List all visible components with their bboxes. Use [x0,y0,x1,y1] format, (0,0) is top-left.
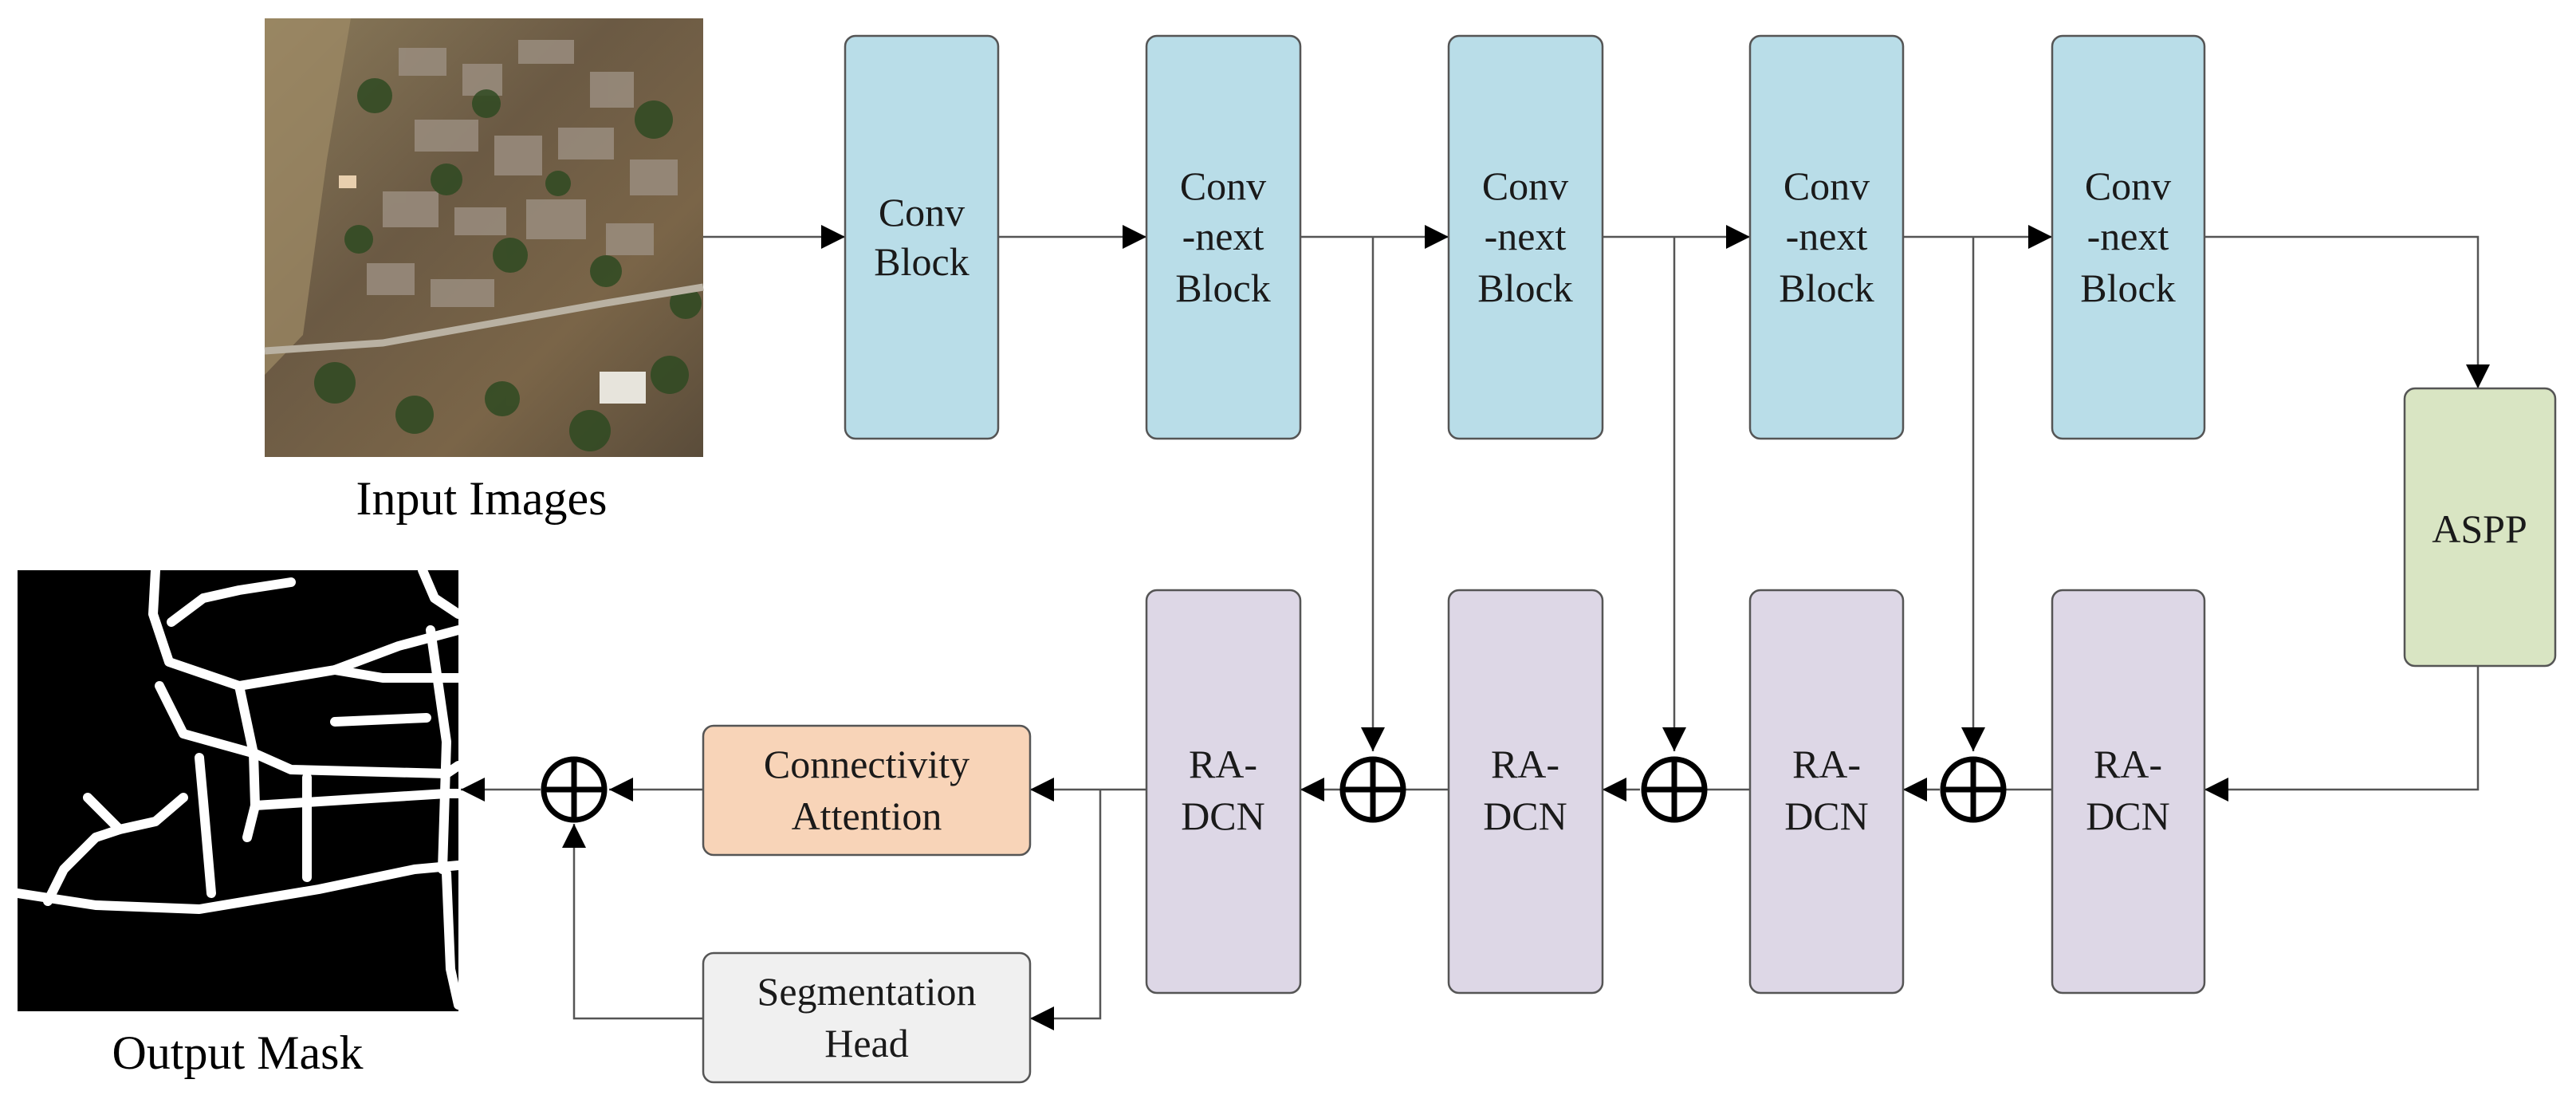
aspp-label: ASPP [2432,506,2527,551]
segmentation-head-label-2: Head [824,1021,909,1066]
convnext-block-1: Conv -next Block [1145,34,1302,440]
radcn-block-3-label-2: DCN [1784,794,1869,838]
segmentation-head-block: Segmentation Head [702,951,1032,1084]
convnext-block-2-label-1: Conv [1482,163,1568,208]
output-mask-caption: Output Mask [112,1026,364,1079]
fusion-1-circled-plus-icon [541,756,608,823]
convnext-block-3-label-3: Block [1779,266,1874,310]
fusion-3-circled-plus-icon [1641,756,1708,823]
radcn-block-2-label-1: RA- [1491,742,1559,786]
radcn-block-3-label-1: RA- [1792,742,1861,786]
connectivity-attention-block: Connectivity Attention [702,724,1032,857]
conv-block: Conv Block [844,34,1000,440]
conv-block-label-2: Block [874,239,969,284]
radcn-block-1-label-2: DCN [1181,794,1265,838]
convnext-block-4-label-3: Block [2080,266,2175,310]
radcn-block-4: RA- DCN [2051,589,2206,995]
radcn-block-4-label-2: DCN [2086,794,2170,838]
radcn-block-3: RA- DCN [1748,589,1905,995]
convnext-block-3-label-2: -next [1786,214,1868,258]
convnext-block-2-label-3: Block [1477,266,1572,310]
radcn-block-2: RA- DCN [1447,589,1604,995]
input-image [264,18,704,457]
connection-lines [461,225,2490,1030]
conv-block-label-1: Conv [879,190,965,234]
convnext-block-1-label-3: Block [1175,266,1270,310]
radcn-block-2-label-2: DCN [1483,794,1567,838]
convnext-block-2-label-2: -next [1485,214,1567,258]
segmentation-head-label-1: Segmentation [757,969,977,1014]
output-mask-image [13,565,463,1011]
aspp-block: ASPP [2403,387,2557,668]
convnext-block-3: Conv -next Block [1748,34,1905,440]
convnext-block-1-label-2: -next [1182,214,1264,258]
convnext-block-2: Conv -next Block [1447,34,1604,440]
radcn-block-1-label-1: RA- [1189,742,1257,786]
convnext-block-3-label-1: Conv [1784,163,1870,208]
radcn-block-1: RA- DCN [1145,589,1302,995]
fusion-2-circled-plus-icon [1339,756,1406,823]
convnext-block-1-label-1: Conv [1180,163,1266,208]
connectivity-attention-label-2: Attention [792,794,942,838]
convnext-block-4-label-2: -next [2087,214,2169,258]
input-images-caption: Input Images [356,472,608,525]
radcn-block-4-label-1: RA- [2094,742,2162,786]
convnext-block-4: Conv -next Block [2051,34,2206,440]
connectivity-attention-label-1: Connectivity [764,742,969,786]
convnext-block-4-label-1: Conv [2085,163,2171,208]
fusion-4-circled-plus-icon [1940,756,2007,823]
